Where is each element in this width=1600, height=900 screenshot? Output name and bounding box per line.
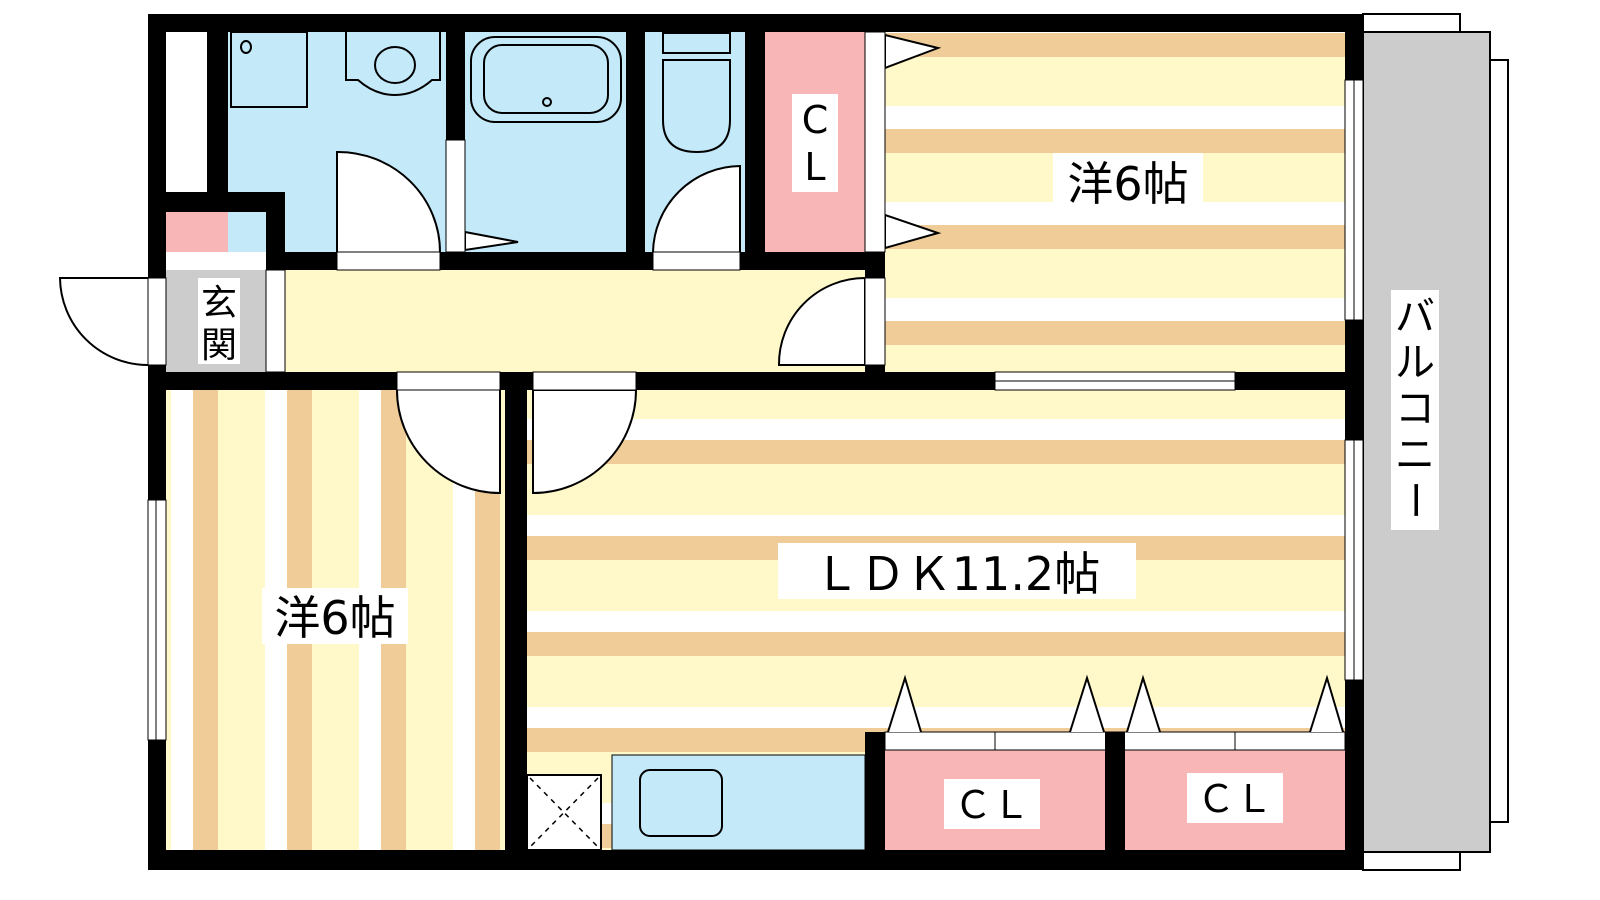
bathtub-icon xyxy=(470,36,622,123)
doors xyxy=(58,31,942,495)
balcony-label-char: コ xyxy=(1395,386,1435,432)
entrance-label-1: 玄 xyxy=(201,283,237,324)
closet-bottom-label-2: ＣＬ xyxy=(1197,777,1273,821)
bathroom xyxy=(465,32,626,252)
wash-basin-icon xyxy=(345,32,441,97)
storage-area xyxy=(166,32,207,192)
balcony-label-char: バ xyxy=(1395,294,1435,340)
balcony-label-char: ニ xyxy=(1395,432,1435,478)
fridge-space-icon xyxy=(526,774,602,851)
closet-top-label-1: C xyxy=(802,98,829,142)
walls xyxy=(148,14,1363,870)
closet-top-label-2: L xyxy=(804,145,825,189)
toilet-icon xyxy=(662,32,731,154)
balcony-label-char: ル xyxy=(1395,340,1435,386)
hallway xyxy=(285,270,865,372)
entrance-label-2: 関 xyxy=(201,325,237,366)
balcony-label-char: ー xyxy=(1391,480,1437,520)
room-label-western-top: 洋6帖 xyxy=(1067,157,1188,211)
room-label-ldk: ＬＤＫ11.2帖 xyxy=(814,547,1100,601)
sink-icon xyxy=(639,769,723,837)
balcony-label: バ ル コ ニ ー xyxy=(1391,294,1437,520)
room-label-western-left: 洋6帖 xyxy=(274,591,395,645)
closet-bottom-label-1: ＣＬ xyxy=(954,783,1030,827)
